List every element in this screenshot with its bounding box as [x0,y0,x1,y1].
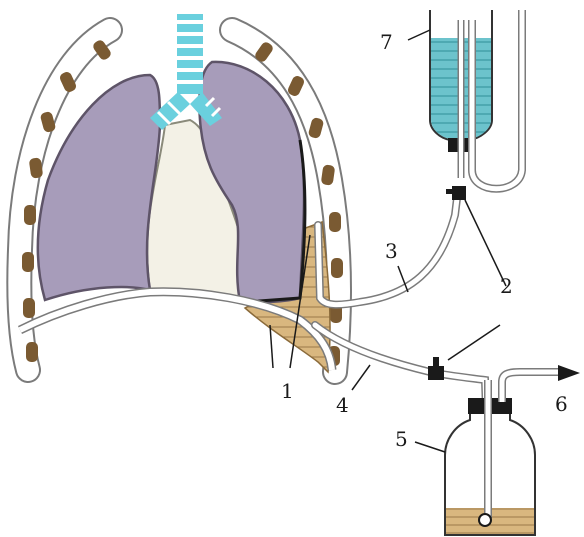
label-6: 6 [555,392,568,416]
trachea [177,14,203,94]
label-7: 7 [380,30,393,54]
label-3: 3 [385,239,398,263]
label-1: 1 [281,379,294,403]
label-2-upper: 2 [500,274,513,298]
bubbles [479,514,491,526]
label-4: 4 [336,393,349,417]
outlet-tube [502,372,560,402]
upper-clamp [446,186,466,200]
lower-clamp [428,357,444,380]
outlet-arrow [558,365,580,381]
label-5: 5 [395,427,408,451]
